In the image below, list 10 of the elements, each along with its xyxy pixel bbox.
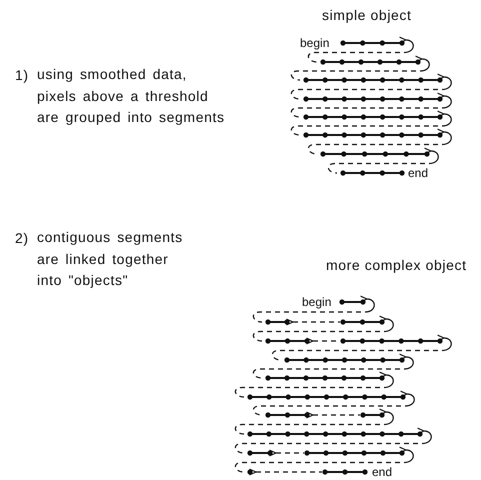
step-number: 1) <box>15 68 29 83</box>
heading: more complex object <box>326 258 467 273</box>
end-label: end <box>372 465 392 480</box>
heading: simple object <box>322 8 412 23</box>
step-number: 2) <box>15 231 29 246</box>
step-text: contiguous segments are linked together into "objects" <box>37 228 184 290</box>
step-text: using smoothed data, pixels above a threshold are grouped into segments <box>37 65 226 127</box>
begin-label: begin <box>300 36 330 51</box>
begin-label: begin <box>302 295 332 310</box>
end-label: end <box>408 166 428 181</box>
